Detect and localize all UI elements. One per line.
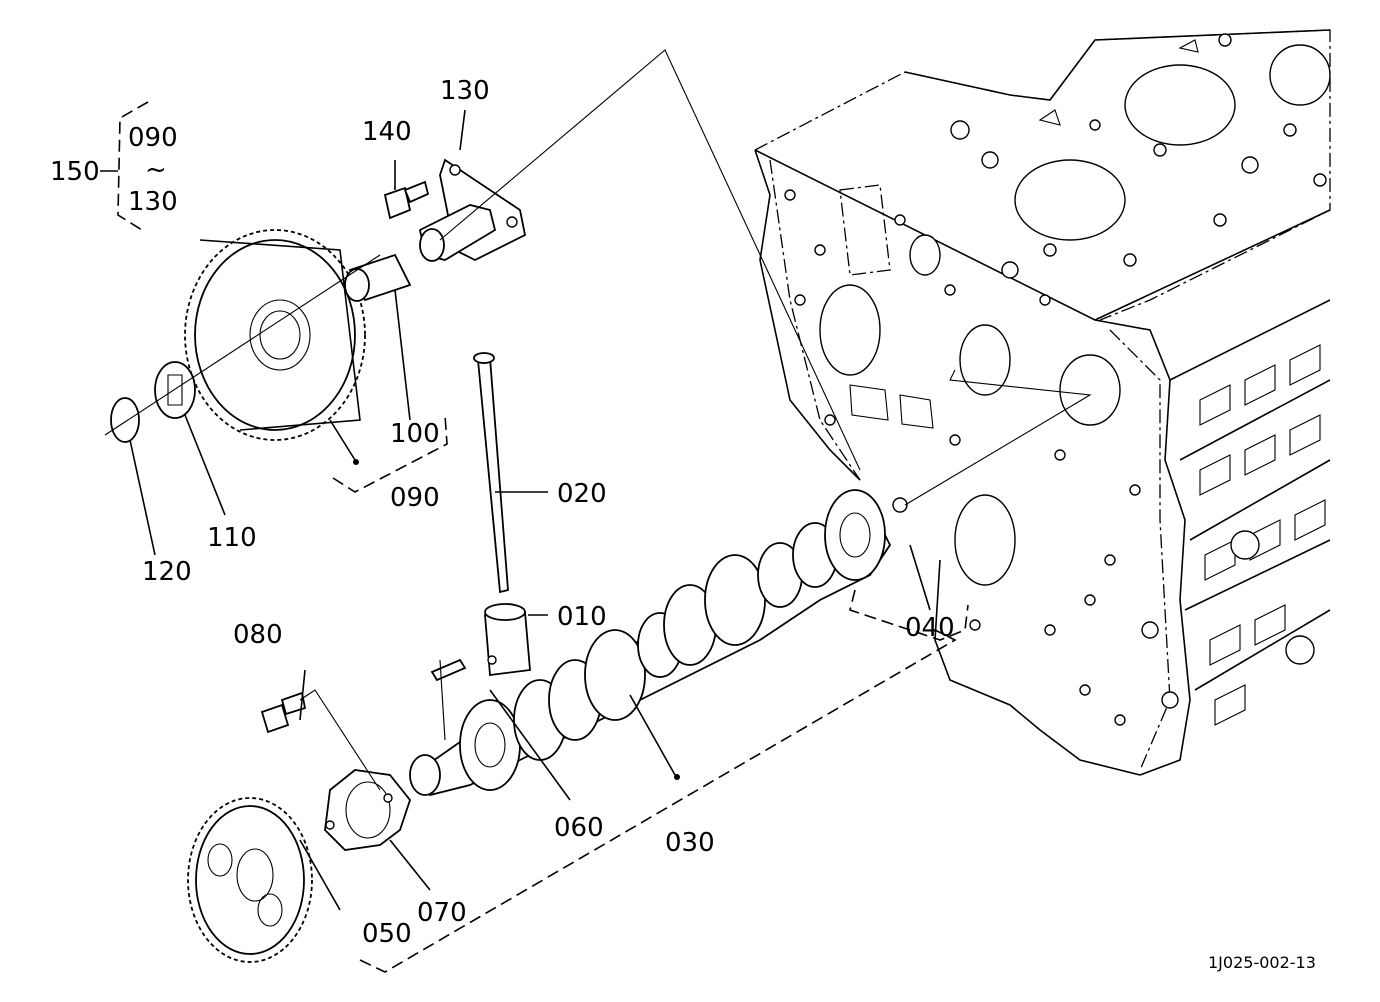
bolt-140 (383, 180, 430, 220)
callout-130: 130 (440, 76, 490, 106)
collar (154, 361, 196, 419)
callout-100: 100 (390, 419, 440, 449)
circlip (110, 397, 140, 443)
callout-150: 150 (50, 157, 100, 187)
assembly-group-150: 150 090 ~ 130 (50, 123, 178, 217)
engine-block (754, 29, 1331, 776)
group-brackets (117, 101, 969, 973)
camshaft (409, 489, 908, 797)
callouts: 010 020 030 040 050 060 070 080 090 100 … (142, 76, 955, 949)
callout-070: 070 (417, 898, 467, 928)
bolt-080 (260, 691, 307, 734)
callout-060: 060 (554, 813, 604, 843)
callout-140: 140 (362, 117, 412, 147)
idle-gear-shaft (418, 158, 527, 262)
cam-gear (187, 797, 313, 963)
group-range-symbol: ~ (145, 155, 167, 185)
push-rod (473, 352, 509, 594)
group-range-start: 090 (128, 123, 178, 153)
callout-120: 120 (142, 557, 192, 587)
feather-key (430, 658, 467, 682)
centerlines (104, 49, 1092, 791)
thrust-plate (324, 769, 412, 851)
callout-090: 090 (390, 483, 440, 513)
leader-lines (129, 109, 931, 911)
callout-080: 080 (233, 620, 283, 650)
bushing (344, 253, 412, 302)
callout-050: 050 (362, 919, 412, 949)
callout-020: 020 (557, 479, 607, 509)
callout-030: 030 (665, 828, 715, 858)
group-range-end: 130 (128, 187, 178, 217)
callout-010: 010 (557, 602, 607, 632)
figure-ref-code: 1J025-002-13 (1208, 953, 1316, 972)
callout-110: 110 (207, 523, 257, 553)
callout-040: 040 (905, 613, 955, 643)
idle-gear (184, 229, 366, 441)
tappet (484, 603, 531, 677)
